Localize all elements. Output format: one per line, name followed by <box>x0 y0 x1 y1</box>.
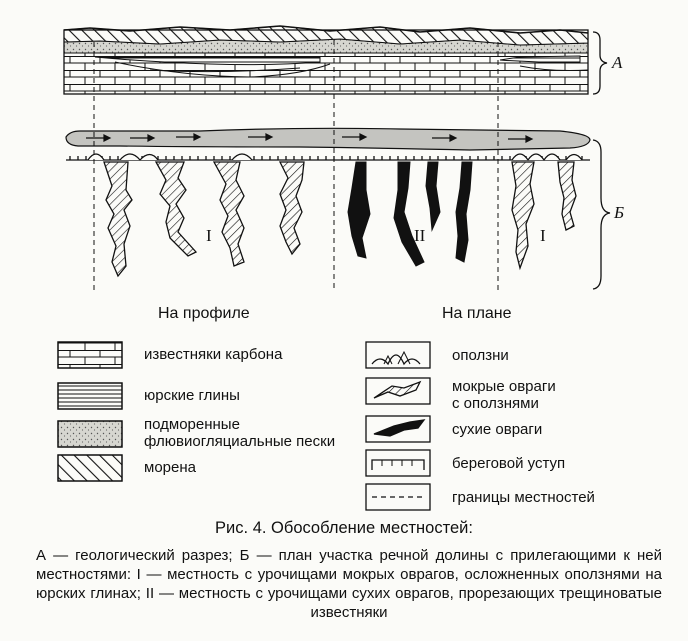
zone-1-left-label: I <box>206 226 212 245</box>
section-b-label: Б <box>614 203 625 222</box>
wet-ravine <box>103 161 133 278</box>
sand-swatch <box>57 420 123 448</box>
bracket-a <box>592 31 608 95</box>
zone-1-right-label: I <box>540 226 546 245</box>
bank-scarp-swatch <box>365 449 431 477</box>
landslide-cirques <box>87 153 583 162</box>
wet-ravine <box>278 161 305 256</box>
dry-ravine-swatch <box>365 415 431 443</box>
legend-label-moraine: морена <box>144 459 196 476</box>
figure-caption: А — геологический разрез; Б — план участ… <box>36 547 662 621</box>
legend-label-boundary: границы местностей <box>452 489 595 506</box>
legend-swatches <box>57 341 431 511</box>
wet-ravine <box>511 161 535 271</box>
legend-label-landslide: оползни <box>452 347 509 364</box>
zone-2-label: II <box>414 226 426 245</box>
locality-boundaries <box>93 40 499 290</box>
boundary-swatch <box>365 483 431 511</box>
clay-lens-right <box>499 55 581 63</box>
wet-ravine <box>154 161 198 257</box>
river <box>65 127 591 151</box>
clay-lens-left <box>94 56 321 66</box>
dry-ravines <box>347 161 473 267</box>
bracket-b <box>592 139 611 290</box>
dry-ravine <box>425 161 441 232</box>
dry-ravine <box>393 161 425 267</box>
dry-ravine <box>347 161 371 259</box>
legend-label-wet-ravine: мокрые овраги с оползнями <box>452 378 556 412</box>
moraine-swatch <box>57 454 123 482</box>
legend-label-bank-scarp: береговой уступ <box>452 455 566 472</box>
wet-ravines <box>103 161 577 278</box>
geological-profile <box>63 25 589 95</box>
landslide-swatch <box>365 341 431 369</box>
legend-label-sand: подморенные флювиогляциальные пески <box>144 416 336 450</box>
dry-ravine <box>455 161 473 263</box>
clay-swatch <box>57 382 123 410</box>
on-profile-heading: На профиле <box>158 305 250 322</box>
wet-ravine-swatch <box>365 377 431 405</box>
limestone-swatch <box>57 341 123 369</box>
on-plan-heading: На плане <box>442 305 512 322</box>
legend-label-limestone: известняки карбона <box>144 346 283 363</box>
legend-label-dry-ravine: сухие овраги <box>452 421 543 438</box>
wet-ravine <box>212 161 245 267</box>
figure-title: Рис. 4. Обособление местностей: <box>215 519 473 537</box>
legend-label-clay: юрские глины <box>144 387 240 404</box>
section-a-label: А <box>612 53 623 72</box>
wet-ravine <box>557 161 577 231</box>
